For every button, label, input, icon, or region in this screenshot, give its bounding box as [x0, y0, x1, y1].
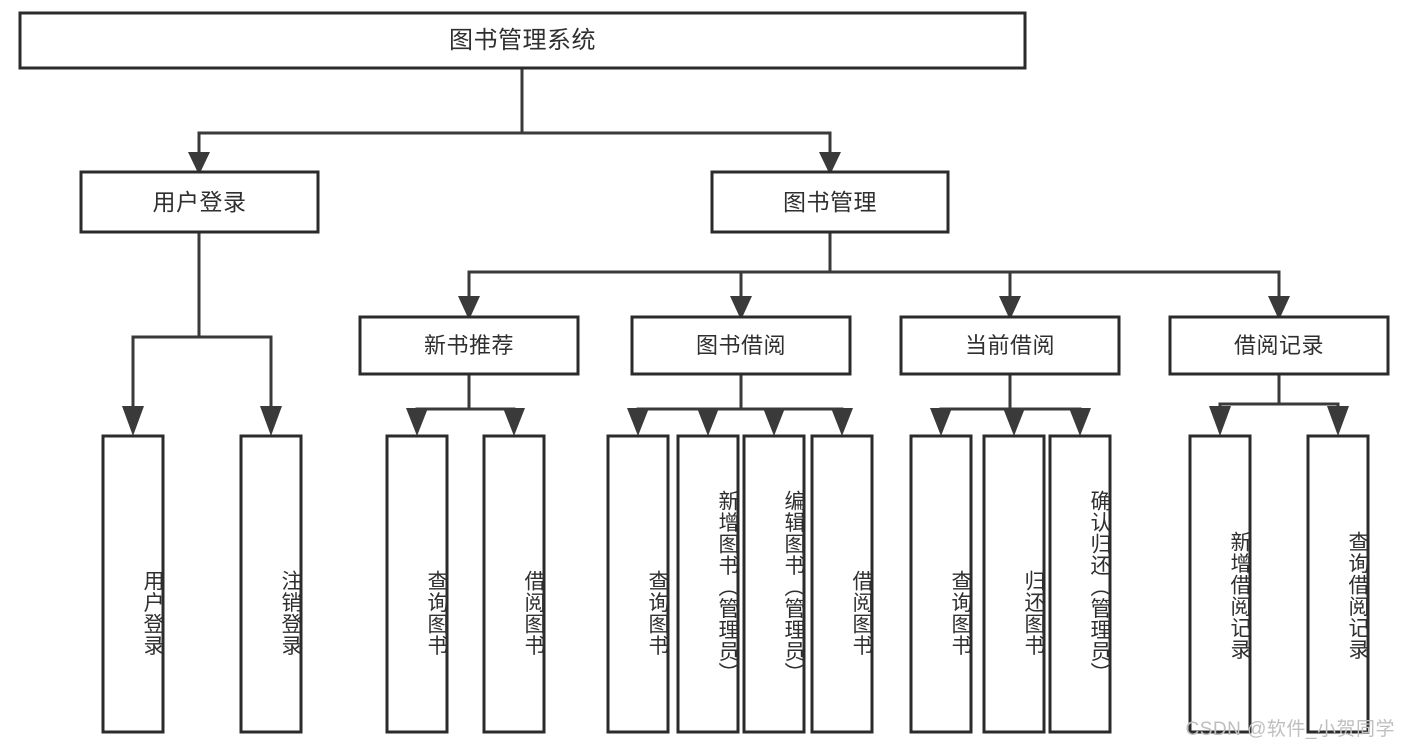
node-book-management[interactable] [710, 170, 950, 234]
node-leaf-add-book[interactable] [676, 434, 740, 734]
node-leaf-user-login[interactable] [101, 434, 165, 734]
connector-bookborrow-to-leaves [627, 372, 853, 436]
node-leaf-borrow-book-2[interactable] [810, 434, 874, 734]
node-root[interactable] [18, 11, 1027, 70]
node-leaf-confirm-return[interactable] [1048, 434, 1112, 734]
connector-currentborrow-to-leaves [930, 372, 1091, 436]
connector-newbook-to-leaves [406, 372, 525, 436]
node-leaf-borrow-book-1[interactable] [482, 434, 546, 734]
node-leaf-return-book[interactable] [982, 434, 1046, 734]
node-leaf-query-record[interactable] [1306, 434, 1370, 734]
node-book-borrow[interactable] [630, 315, 852, 376]
node-leaf-add-record[interactable] [1188, 434, 1252, 734]
connector-userlogin-to-leaves [122, 230, 282, 436]
connector-root-to-level2 [188, 66, 841, 175]
connector-borrowrecord-to-leaves [1209, 372, 1349, 436]
node-current-borrow[interactable] [899, 315, 1121, 376]
node-borrow-record[interactable] [1168, 315, 1390, 376]
node-leaf-edit-book[interactable] [742, 434, 806, 734]
node-user-login[interactable] [79, 170, 320, 234]
node-leaf-logout[interactable] [239, 434, 303, 734]
node-leaf-query-book-3[interactable] [909, 434, 973, 734]
node-leaf-query-book-1[interactable] [385, 434, 449, 734]
node-new-book-recommend[interactable] [358, 315, 580, 376]
node-leaf-query-book-2[interactable] [606, 434, 670, 734]
connector-bookmgmt-to-level3 [458, 230, 1290, 320]
